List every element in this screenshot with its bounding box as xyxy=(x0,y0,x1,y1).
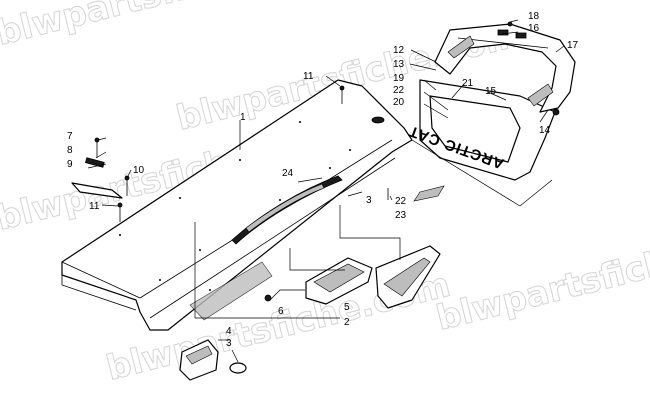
callout-5: 5 xyxy=(344,302,350,313)
leader-lines xyxy=(87,19,565,363)
decal-part-23 xyxy=(387,185,445,202)
callout-8: 8 xyxy=(67,145,73,156)
plate-part-4 xyxy=(179,339,219,381)
screw-part-6 xyxy=(264,294,272,302)
callout-13: 13 xyxy=(393,59,405,70)
callout-22a: 22 xyxy=(393,85,405,96)
tunnel-cover-part-1 xyxy=(61,79,413,331)
callout-21: 21 xyxy=(462,78,474,89)
callout-18: 18 xyxy=(528,11,540,22)
callout-3a: 3 xyxy=(366,195,372,206)
rear-bumper xyxy=(434,21,576,116)
rivet-part-11 xyxy=(117,85,345,222)
callout-15: 15 xyxy=(485,86,497,97)
rivet-holes xyxy=(119,121,351,291)
callout-2: 2 xyxy=(344,317,350,328)
callout-1: 1 xyxy=(240,112,246,123)
callout-12: 12 xyxy=(393,45,405,56)
watermark-text-1: blwpartsfiche.com xyxy=(0,0,344,54)
callout-17: 17 xyxy=(567,40,579,51)
callout-24: 24 xyxy=(282,168,294,179)
callout-labels: 1 2 3 3 4 5 6 7 8 9 10 11 11 12 13 14 15… xyxy=(67,11,579,349)
washer-part-3 xyxy=(229,362,247,374)
callout-11b: 11 xyxy=(89,201,100,212)
callout-20: 20 xyxy=(393,97,405,108)
tail-light-assembly: ARCTIC CAT xyxy=(406,79,556,181)
watermark-text-5: blwpartsfiche.com xyxy=(433,215,650,339)
callout-19: 19 xyxy=(393,73,405,84)
callout-7: 7 xyxy=(67,131,73,142)
callout-3b: 3 xyxy=(226,338,232,349)
side-bracket-part-2 xyxy=(375,245,441,309)
callout-11a: 11 xyxy=(303,71,314,82)
callout-14: 14 xyxy=(539,125,551,136)
callout-22b: 22 xyxy=(395,196,407,207)
callout-10: 10 xyxy=(133,165,145,176)
callout-16: 16 xyxy=(528,23,540,34)
callout-23: 23 xyxy=(395,210,407,221)
callout-9: 9 xyxy=(67,159,73,170)
callout-4: 4 xyxy=(226,326,232,337)
footrest-part-5 xyxy=(305,257,373,305)
callout-6: 6 xyxy=(278,306,284,317)
